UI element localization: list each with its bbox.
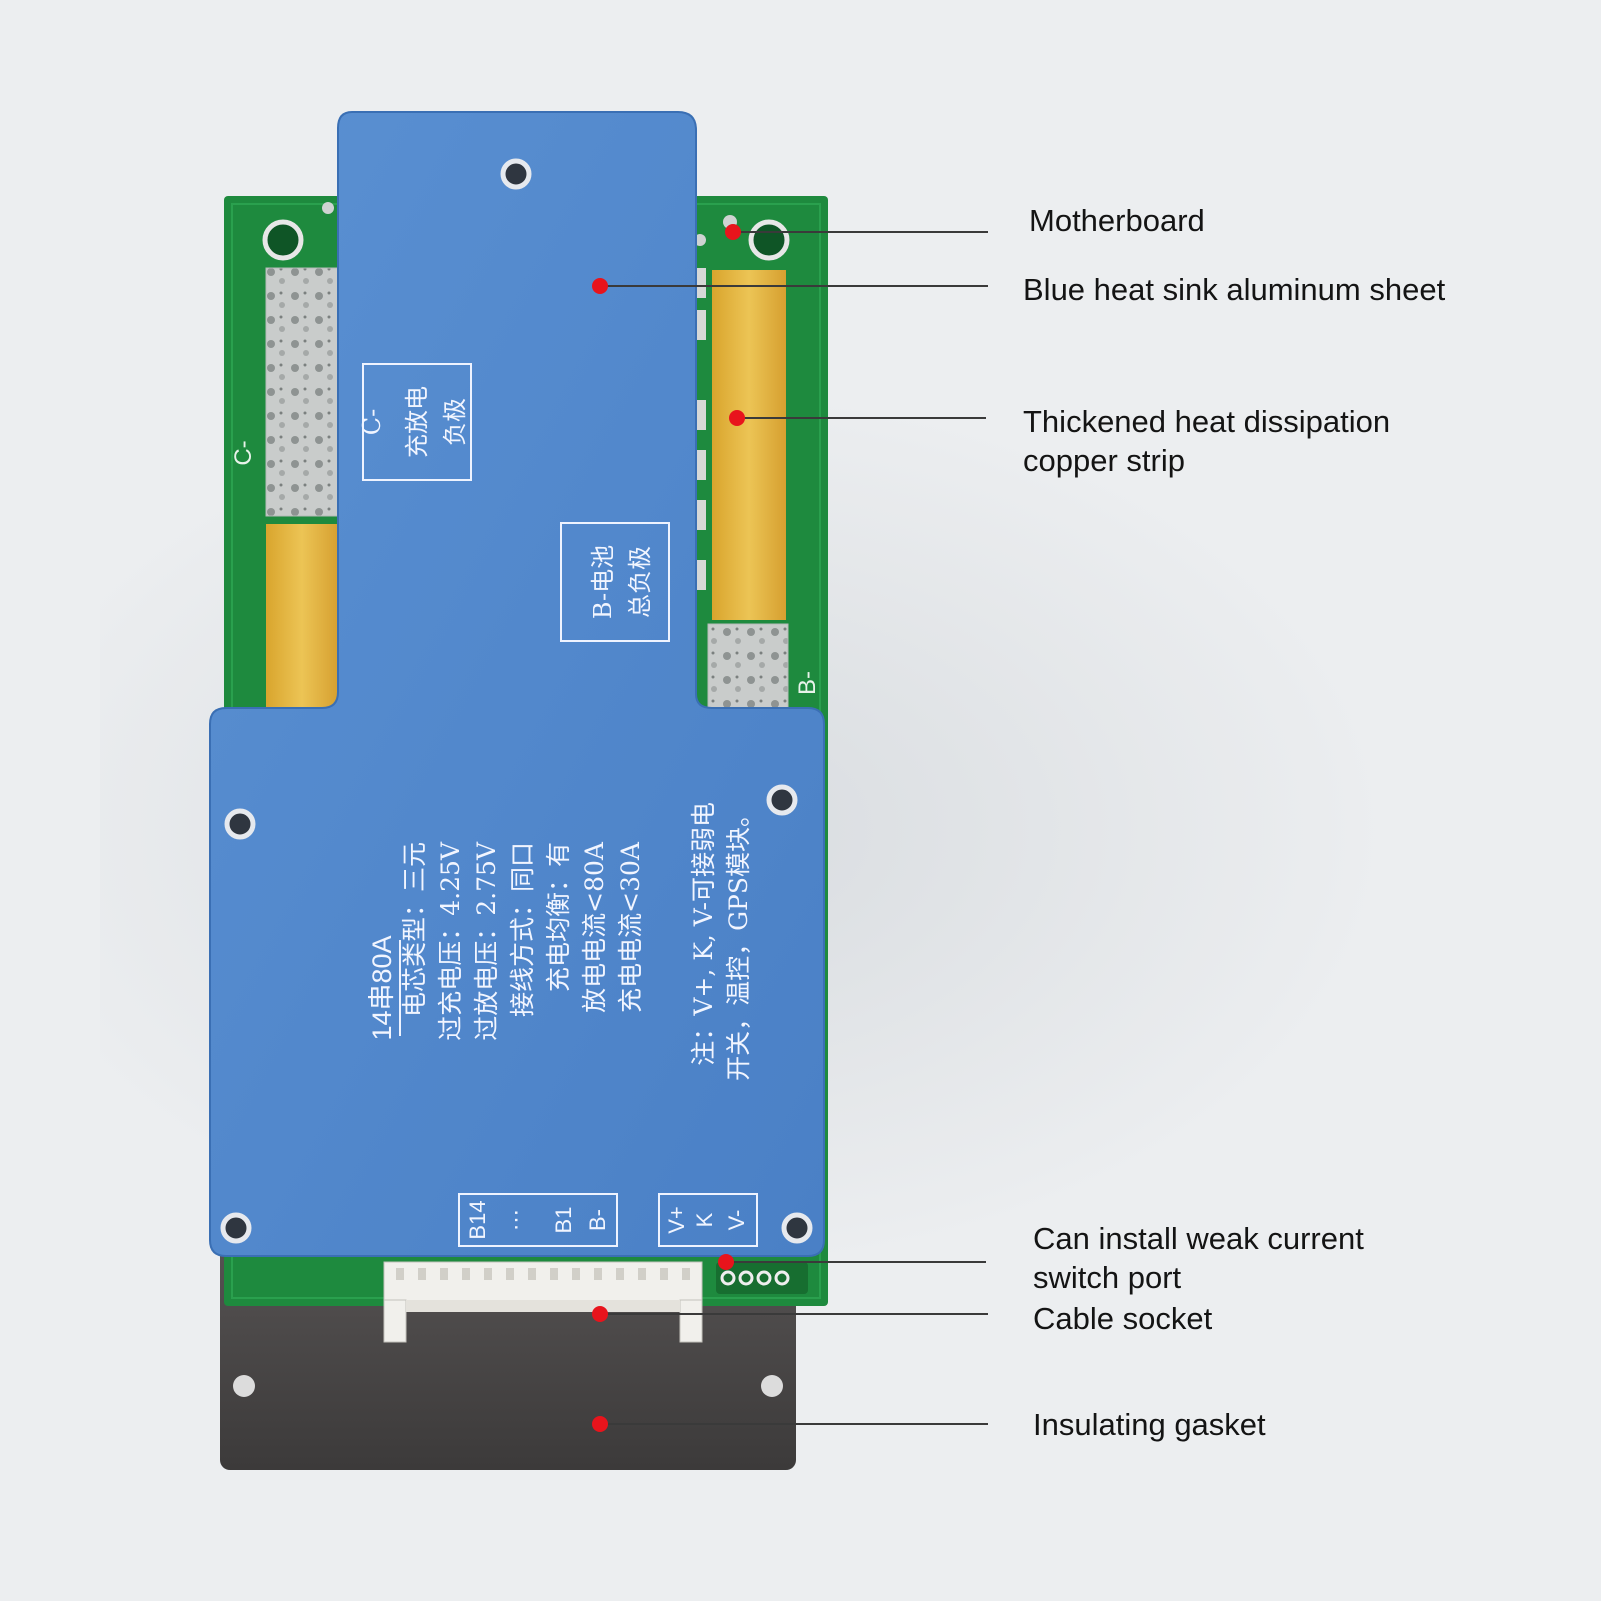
spec-title: 14串80A [367, 935, 397, 1041]
spec-line: 充电电流<30A [616, 842, 645, 1013]
b-box-line1: B-电池 [589, 544, 617, 620]
b-terminal-b: ⋯ [503, 1209, 528, 1231]
c-box-line1: C- [358, 408, 386, 436]
callout-dots [592, 224, 745, 1432]
callout-leaders [600, 231, 988, 1425]
weak-current-switch-port [716, 1262, 808, 1294]
v-terminal-a: V+ [664, 1206, 689, 1234]
blue-heat-sink [209, 111, 825, 1257]
callout-copper-strip-line1: Thickened heat dissipation [1023, 404, 1391, 439]
b-box-line2: 总负极 [626, 546, 654, 618]
pcb-label-c: C- [230, 440, 257, 466]
callout-cable-socket: Cable socket [1033, 1301, 1213, 1336]
c-box-line3: 负极 [441, 398, 469, 446]
v-terminal-c: V- [724, 1209, 749, 1231]
v-terminal-b: K [692, 1212, 717, 1228]
b-terminal-a: B14 [465, 1200, 490, 1240]
c-box-line2: 充放电 [403, 386, 431, 458]
note-line: 注：V+, K, V-可接弱电 [689, 802, 718, 1066]
spec-line: 接线方式：同口 [508, 842, 537, 1018]
callout-copper-strip-line2: copper strip [1023, 443, 1185, 478]
pcb-label-b: B- [794, 671, 821, 695]
b-terminal-c: B1 [551, 1206, 576, 1234]
cable-socket [383, 1261, 703, 1343]
callout-switch-port-line1: Can install weak current [1033, 1221, 1364, 1256]
callout-heat-sink: Blue heat sink aluminum sheet [1023, 272, 1446, 307]
note-line: 开关，温控，GPS模块。 [724, 802, 753, 1081]
callout-insulating-gasket: Insulating gasket [1033, 1407, 1266, 1442]
spec-line: 充电均衡：有 [544, 842, 573, 993]
spec-line: 过放电压：2.75V [472, 842, 501, 1041]
callout-switch-port-line2: switch port [1033, 1260, 1182, 1295]
callout-motherboard: Motherboard [1029, 203, 1205, 238]
spec-line: 放电电流<80A [580, 842, 609, 1013]
spec-line: 电芯类型：三元 [400, 842, 429, 1018]
spec-line: 过充电压：4.25V [436, 842, 465, 1041]
b-terminal-d: B- [585, 1209, 610, 1231]
